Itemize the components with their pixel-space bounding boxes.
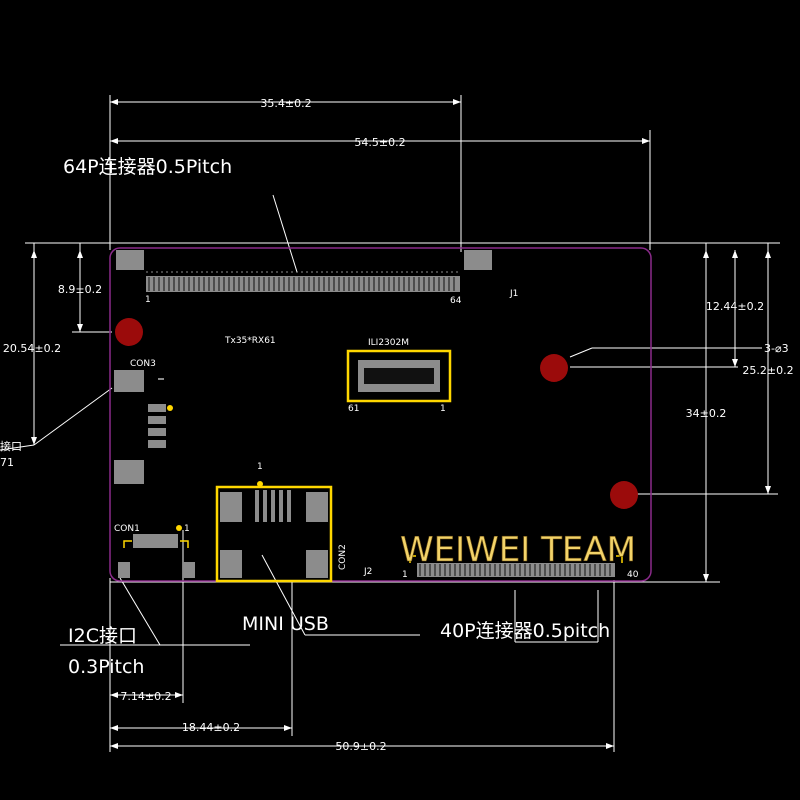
dim-left-port-partial: 接口	[0, 440, 22, 453]
dim-bottom-3: 50.9±0.2	[335, 740, 386, 753]
dim-left-3-partial: 71	[0, 456, 14, 469]
j2-pin40-label: 40	[627, 570, 639, 580]
dim-top-width-1: 35.4±0.2	[260, 97, 311, 110]
con3-pads	[114, 370, 173, 484]
j1-left-tab	[116, 250, 144, 270]
dim-bottom-2: 18.44±0.2	[182, 721, 240, 734]
dimension-labels: 35.4±0.2 54.5±0.2 8.9±0.2 20.54±0.2 接口 7…	[0, 97, 794, 753]
j1-label: J1	[509, 289, 518, 299]
con1-i2c-connector	[118, 525, 195, 578]
dim-left-2: 20.54±0.2	[3, 342, 61, 355]
ic-label: ILI2302M	[368, 338, 409, 348]
j1-right-tab	[464, 250, 492, 270]
dim-bottom-1: 7.14±0.2	[120, 690, 171, 703]
dim-right-3: 25.2±0.2	[742, 364, 793, 377]
dim-right-4: 34±0.2	[686, 407, 727, 420]
callout-labels: 64P连接器0.5Pitch I2C接口 0.3Pitch MINI USB 4…	[63, 156, 610, 678]
ic-ili2302m	[346, 349, 452, 403]
board-outline	[109, 247, 652, 582]
mounting-hole-left	[115, 318, 143, 346]
callout-40p-connector: 40P连接器0.5pitch	[440, 620, 610, 642]
ic-pin61-label: 61	[348, 404, 359, 414]
callout-64p-connector: 64P连接器0.5Pitch	[63, 156, 232, 178]
callout-i2c-line1: I2C接口	[68, 625, 137, 647]
j1-pin64-label: 64	[450, 296, 462, 306]
dimension-lines	[0, 95, 780, 752]
dim-left-1: 8.9±0.2	[58, 283, 102, 296]
connector-j1	[116, 250, 492, 292]
dim-right-1: 12.44±0.2	[706, 300, 764, 313]
callout-mini-usb: MINI USB	[242, 613, 329, 635]
dim-right-2: 3-⌀3	[764, 342, 789, 355]
j1-pin-row	[146, 276, 460, 292]
j2-label: J2	[363, 567, 372, 577]
con1-pin1-label: 1	[184, 524, 190, 534]
j1-pin1-label: 1	[145, 295, 151, 305]
ic-pin1-label: 1	[440, 404, 446, 414]
callout-i2c-line2: 0.3Pitch	[68, 656, 144, 678]
con2-label: CON2	[338, 544, 348, 570]
board-silkscreen: 1 64 J1 Tx35*RX61 ILI2302M 61 1 CON3 1 C…	[114, 289, 639, 580]
mounting-hole-right-lower	[610, 481, 638, 509]
con3-label: CON3	[130, 359, 156, 369]
mounting-hole-right-upper	[540, 354, 568, 382]
part-number-label: Tx35*RX61	[224, 336, 276, 346]
mini-usb-connector	[215, 481, 333, 583]
j2-pin1-label: 1	[402, 570, 408, 580]
dimension-arrows	[31, 99, 771, 749]
con1-label: CON1	[114, 524, 140, 534]
connector-j2	[409, 555, 623, 577]
usb-pin1-label: 1	[257, 462, 263, 472]
watermark-text: WEIWEI TEAM	[400, 530, 636, 570]
dim-top-width-2: 54.5±0.2	[354, 136, 405, 149]
